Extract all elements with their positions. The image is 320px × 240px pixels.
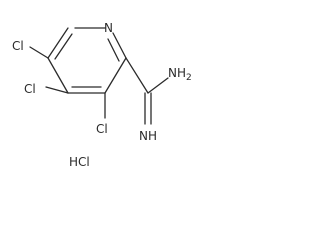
bond-c2-c3 [104,57,127,94]
atom-label-chlorine-c5: Cl [12,39,24,53]
atom-label-imine: NH [139,129,157,143]
bond-c2-amidine [125,57,149,94]
bond-c5-cl [29,46,49,59]
atom-label-ring-nitrogen: N [104,21,113,35]
atom-label-amine: NH2 [168,66,192,83]
atom-label-chlorine-c3: Cl [96,122,108,136]
structure-canvas: N NH2 NH Cl Cl Cl HCl [0,0,210,173]
salt-label: HCl [69,155,90,169]
bond-c5-c6-inner [54,33,73,60]
bond-n1-c2-inner [107,38,120,62]
molecule-drawing: N NH2 NH Cl Cl Cl HCl [12,21,192,169]
bond-amidine-nh2 [147,77,169,94]
bond-c5-c6 [47,27,69,59]
atom-label-chlorine-c4: Cl [24,82,36,96]
bond-c4-cl [45,86,69,94]
bond-n1-c2 [112,32,127,59]
bond-c4-c5 [47,57,69,94]
